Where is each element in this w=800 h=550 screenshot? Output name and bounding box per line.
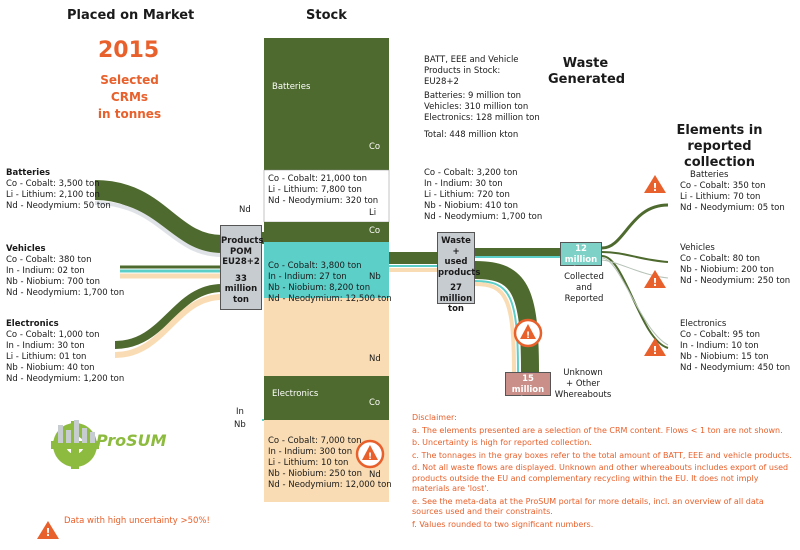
stock-co-label-3: Co [369,398,381,408]
stock-electronics-items: Co - Cobalt: 7,000 ton In - Indium: 300 … [268,436,392,490]
header-placed-on-market: Placed on Market [67,8,195,23]
stock-summary: BATT, EEE and Vehicle Products in Stock:… [424,55,540,140]
unknown-box: 15 million ton [505,372,551,405]
svg-text:!: ! [368,452,372,462]
collected-box: 12 million ton [560,242,602,275]
stock-nb-left-label: Nb [234,420,246,430]
svg-text:!: ! [526,331,530,341]
stock-batteries-green [264,38,389,170]
svg-text:!: ! [652,276,657,289]
stock-li-label: Li [369,208,377,218]
stock-nd-left-label: Nd [239,205,251,215]
waste-flow-items: Co - Cobalt: 3,200 ton In - Indium: 30 t… [424,168,543,222]
pom-batteries: Batteries Co - Cobalt: 3,500 ton Li - Li… [6,168,111,211]
flow-waste-unknown-peach [474,282,516,373]
pom-electronics: Electronics Co - Cobalt: 1,000 ton In - … [6,319,125,384]
year-label: 2015 [98,38,160,63]
stock-batteries-label: Batteries [272,82,311,92]
stock-vehicles-teal [264,242,389,298]
uncertainty-legend: Data with high uncertainty >50%! [64,516,210,526]
flow-electronics-co [114,284,223,349]
svg-text:!: ! [45,526,50,539]
stock-nb-label: Nb [369,272,381,282]
collection-batteries: Batteries Co - Cobalt: 350 ton Li - Lith… [680,170,785,213]
stock-in-left-label: In [236,407,244,417]
flow-collected-thin-2 [601,259,669,279]
stock-nd-label: Nd [369,354,381,364]
stock-batteries-white [263,169,390,223]
prosum-bars-icon [58,420,95,443]
flow-collected-batteries [601,203,669,250]
stock-co-label: Co [369,142,381,152]
stock-nd-label-2: Nd [369,470,381,480]
flow-batteries-pom [94,180,223,255]
stock-vehicles-items: Co - Cobalt: 3,800 ton In - Indium: 27 t… [268,261,392,304]
header-waste-generated: Waste Generated [548,56,626,87]
stock-batteries-items: Co - Cobalt: 21,000 ton Li - Lithium: 7,… [268,174,379,206]
stock-vehicles-peach [264,298,389,376]
stock-electronics-label: Electronics [272,389,319,399]
flow-electronics-nd [114,294,223,358]
disclaimer: Disclaimer: a. The elements presented ar… [412,413,792,529]
svg-text:!: ! [652,181,657,194]
header-elements-collection: Elements in reported collection [676,123,763,170]
pom-vehicles: Vehicles Co - Cobalt: 380 ton In - Indiu… [6,244,125,298]
collection-vehicles: Vehicles Co - Cobalt: 80 ton Nb - Niobiu… [680,243,791,286]
prosum-logo: ProSUM [96,431,167,450]
svg-text:!: ! [652,344,657,357]
flow-waste-unknown-teal [474,280,519,373]
stock-co-label-2: Co [369,226,381,236]
collection-electronics: Electronics Co - Cobalt: 95 ton In - Ind… [680,319,791,373]
stock-electronics-green [264,376,389,420]
header-stock: Stock [306,8,347,23]
stock-vehicles-green [264,222,389,242]
flow-collected-vehicles [601,251,669,263]
flow-batteries-pom-nd [94,201,223,257]
warning-icon [37,175,666,539]
